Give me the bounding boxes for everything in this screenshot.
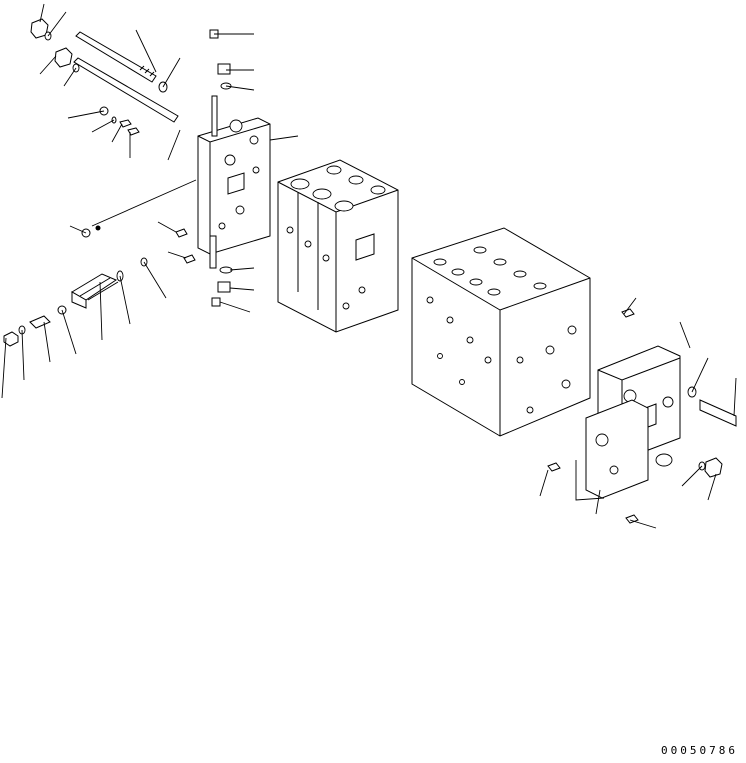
tie-bolt-assembly <box>30 18 179 123</box>
small-fittings-group <box>81 106 196 264</box>
drawing-number: 00050786 <box>661 744 738 757</box>
main-valve-block <box>411 227 591 437</box>
leader-lines <box>1 3 737 529</box>
middle-valve-sections <box>277 159 399 333</box>
end-section-assembly <box>547 308 737 524</box>
inlet-section-housing <box>197 29 271 307</box>
